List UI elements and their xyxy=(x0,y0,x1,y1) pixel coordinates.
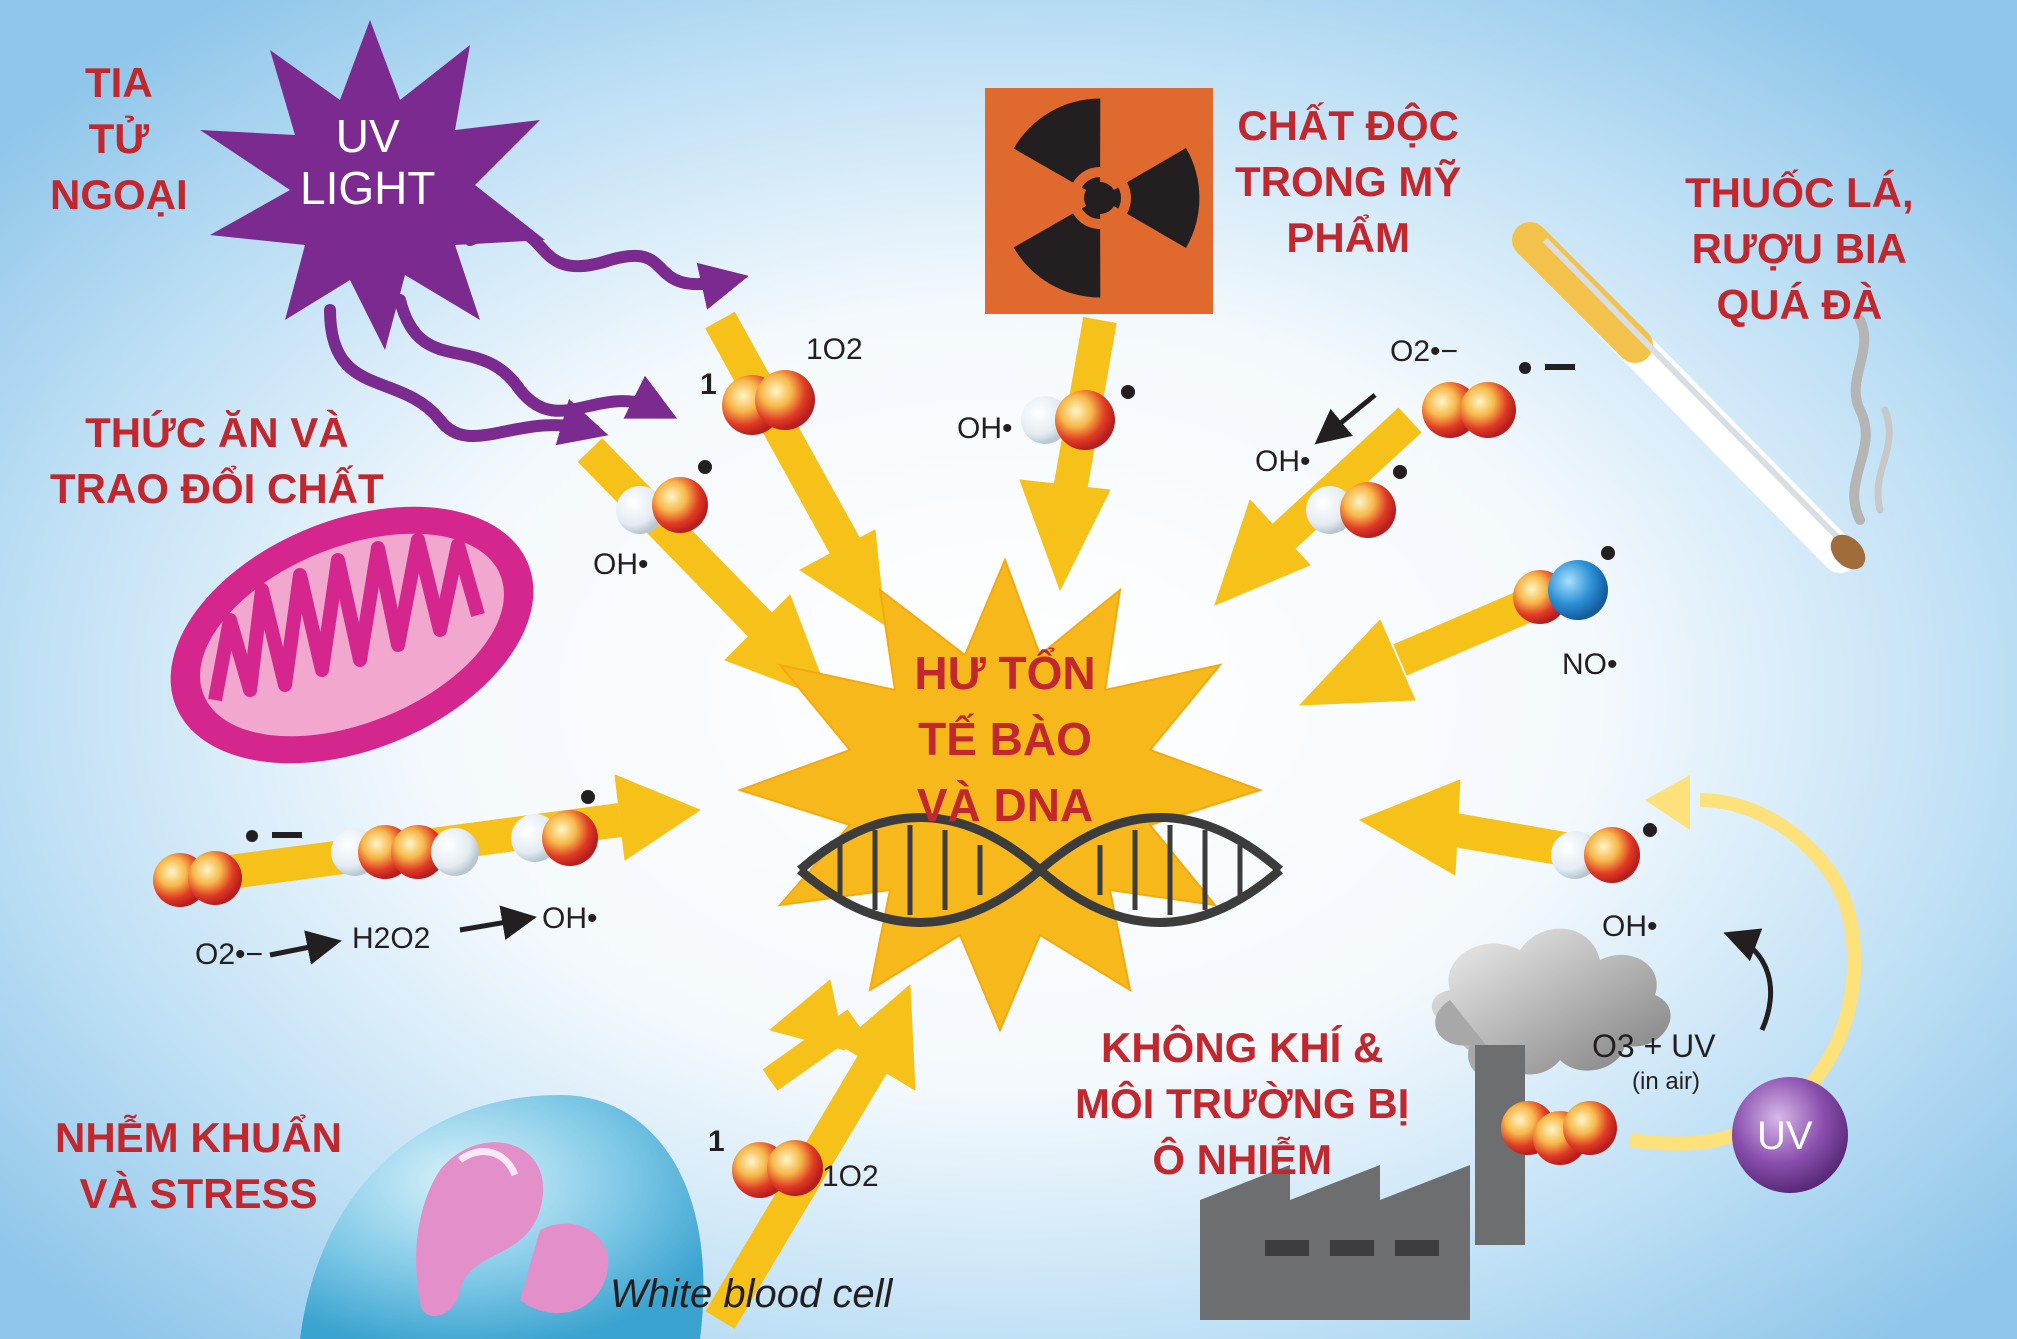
chem-singlet-prefix-top: 1 xyxy=(700,368,717,401)
chem-h2o2: H2O2 xyxy=(352,922,431,955)
chem-singlet-o2-bottom: 1O2 xyxy=(822,1160,879,1193)
ray-uv-2 xyxy=(705,311,886,626)
label-food: THỨC ĂN VÀ TRAO ĐỔI CHẤT xyxy=(50,405,384,517)
ray-bottom-2 xyxy=(762,979,863,1091)
label-uv: TIA TỬ NGOẠI xyxy=(50,55,188,223)
damage-starburst xyxy=(736,557,1264,1033)
uv-wavy-arrows xyxy=(324,223,749,446)
label-air-line-1: KHÔNG KHÍ & xyxy=(1100,1024,1384,1071)
molecule-oh-right xyxy=(1306,482,1396,538)
reaction-arrows xyxy=(269,393,1377,965)
chem-o3-uv: O3 + UV xyxy=(1592,1028,1716,1064)
molecule-oh-cosmetic xyxy=(1021,390,1115,450)
molecule-o2-left xyxy=(153,851,242,907)
label-tobacco: THUỐC LÁ, RƯỢU BIA QUÁ ĐÀ xyxy=(1685,165,1914,333)
molecule-singlet-o2-bottom xyxy=(732,1140,823,1198)
ray-oh-right xyxy=(1214,407,1422,606)
center-label: HƯ TỔN TẾ BÀO VÀ DNA xyxy=(880,640,1130,838)
center-line-2: TẾ BÀO xyxy=(918,713,1092,765)
chem-oh-right: OH• xyxy=(1255,445,1311,478)
label-cosmetics-line-1: CHẤT ĐỘC xyxy=(1237,102,1459,149)
uv-burst-icon xyxy=(200,20,545,350)
label-cosmetics-line-2: TRONG MỸ xyxy=(1235,158,1462,205)
chem-in-air: (in air) xyxy=(1632,1068,1701,1095)
label-air: KHÔNG KHÍ & MÔI TRƯỜNG BỊ Ô NHIỄM xyxy=(1075,1020,1409,1188)
molecule-oh-left-2 xyxy=(511,810,598,866)
molecule-o2-right xyxy=(1422,382,1516,438)
radiation-icon xyxy=(985,88,1213,314)
molecule-h2o2 xyxy=(331,825,479,879)
uv-light-label: UV LIGHT xyxy=(300,110,435,214)
molecule-oh-left xyxy=(616,477,708,534)
chem-oh-left: OH• xyxy=(593,548,649,581)
chem-oh-cosmetic: OH• xyxy=(957,412,1013,445)
molecule-no xyxy=(1513,560,1608,624)
molecule-singlet-o2-top xyxy=(722,370,815,435)
uv-light-line-2: LIGHT xyxy=(300,162,436,214)
center-line-1: HƯ TỔN xyxy=(914,647,1096,699)
label-food-line-2: TRAO ĐỔI CHẤT xyxy=(50,465,384,512)
mitochondria-icon xyxy=(170,506,534,764)
dna-helix-icon xyxy=(797,813,1283,927)
ozone-cycle xyxy=(1629,775,1862,1193)
label-tobacco-line-3: QUÁ ĐÀ xyxy=(1716,281,1883,328)
label-tobacco-line-2: RƯỢU BIA xyxy=(1691,225,1907,272)
chem-singlet-o2-top: 1O2 xyxy=(806,333,863,366)
label-infection-line-1: NHỄM KHUẨN xyxy=(55,1114,342,1161)
label-infection-line-2: VÀ STRESS xyxy=(79,1170,318,1217)
molecule-ozone xyxy=(1501,1101,1617,1165)
label-uv-line-3: NGOẠI xyxy=(50,171,188,218)
chem-superoxide-right: O2•− xyxy=(1390,335,1459,368)
label-cosmetics-line-3: PHẨM xyxy=(1286,214,1410,261)
label-food-line-1: THỨC ĂN VÀ xyxy=(85,409,349,456)
cigarette-icon xyxy=(1512,222,1893,573)
chem-oh-air: OH• xyxy=(1602,910,1658,943)
molecules xyxy=(153,370,1640,1198)
label-tobacco-line-1: THUỐC LÁ, xyxy=(1685,169,1914,216)
label-infection: NHỄM KHUẨN VÀ STRESS xyxy=(55,1110,342,1222)
white-blood-cell-caption: White blood cell xyxy=(610,1272,893,1316)
chem-no: NO• xyxy=(1562,648,1618,681)
label-air-line-3: Ô NHIỄM xyxy=(1152,1136,1332,1183)
center-line-3: VÀ DNA xyxy=(916,779,1094,831)
chem-superoxide-left: O2•− xyxy=(195,938,264,971)
radical-dots xyxy=(246,362,1657,842)
factory-icon xyxy=(1200,928,1671,1320)
uv-light-line-1: UV xyxy=(335,110,400,162)
label-air-line-2: MÔI TRƯỜNG BỊ xyxy=(1075,1080,1410,1127)
chem-oh-left-2: OH• xyxy=(542,902,598,935)
white-blood-cell-icon xyxy=(300,1095,704,1339)
label-uv-line-1: TIA xyxy=(85,59,153,106)
chem-singlet-prefix-bottom: 1 xyxy=(708,1125,725,1158)
label-cosmetics: CHẤT ĐỘC TRONG MỸ PHẨM xyxy=(1235,98,1461,266)
molecule-oh-air xyxy=(1551,827,1640,883)
label-uv-line-2: TỬ xyxy=(88,115,150,162)
uv-ball-icon xyxy=(1732,1077,1848,1193)
ray-air xyxy=(1359,779,1573,876)
uv-ball-label: UV xyxy=(1757,1114,1813,1158)
